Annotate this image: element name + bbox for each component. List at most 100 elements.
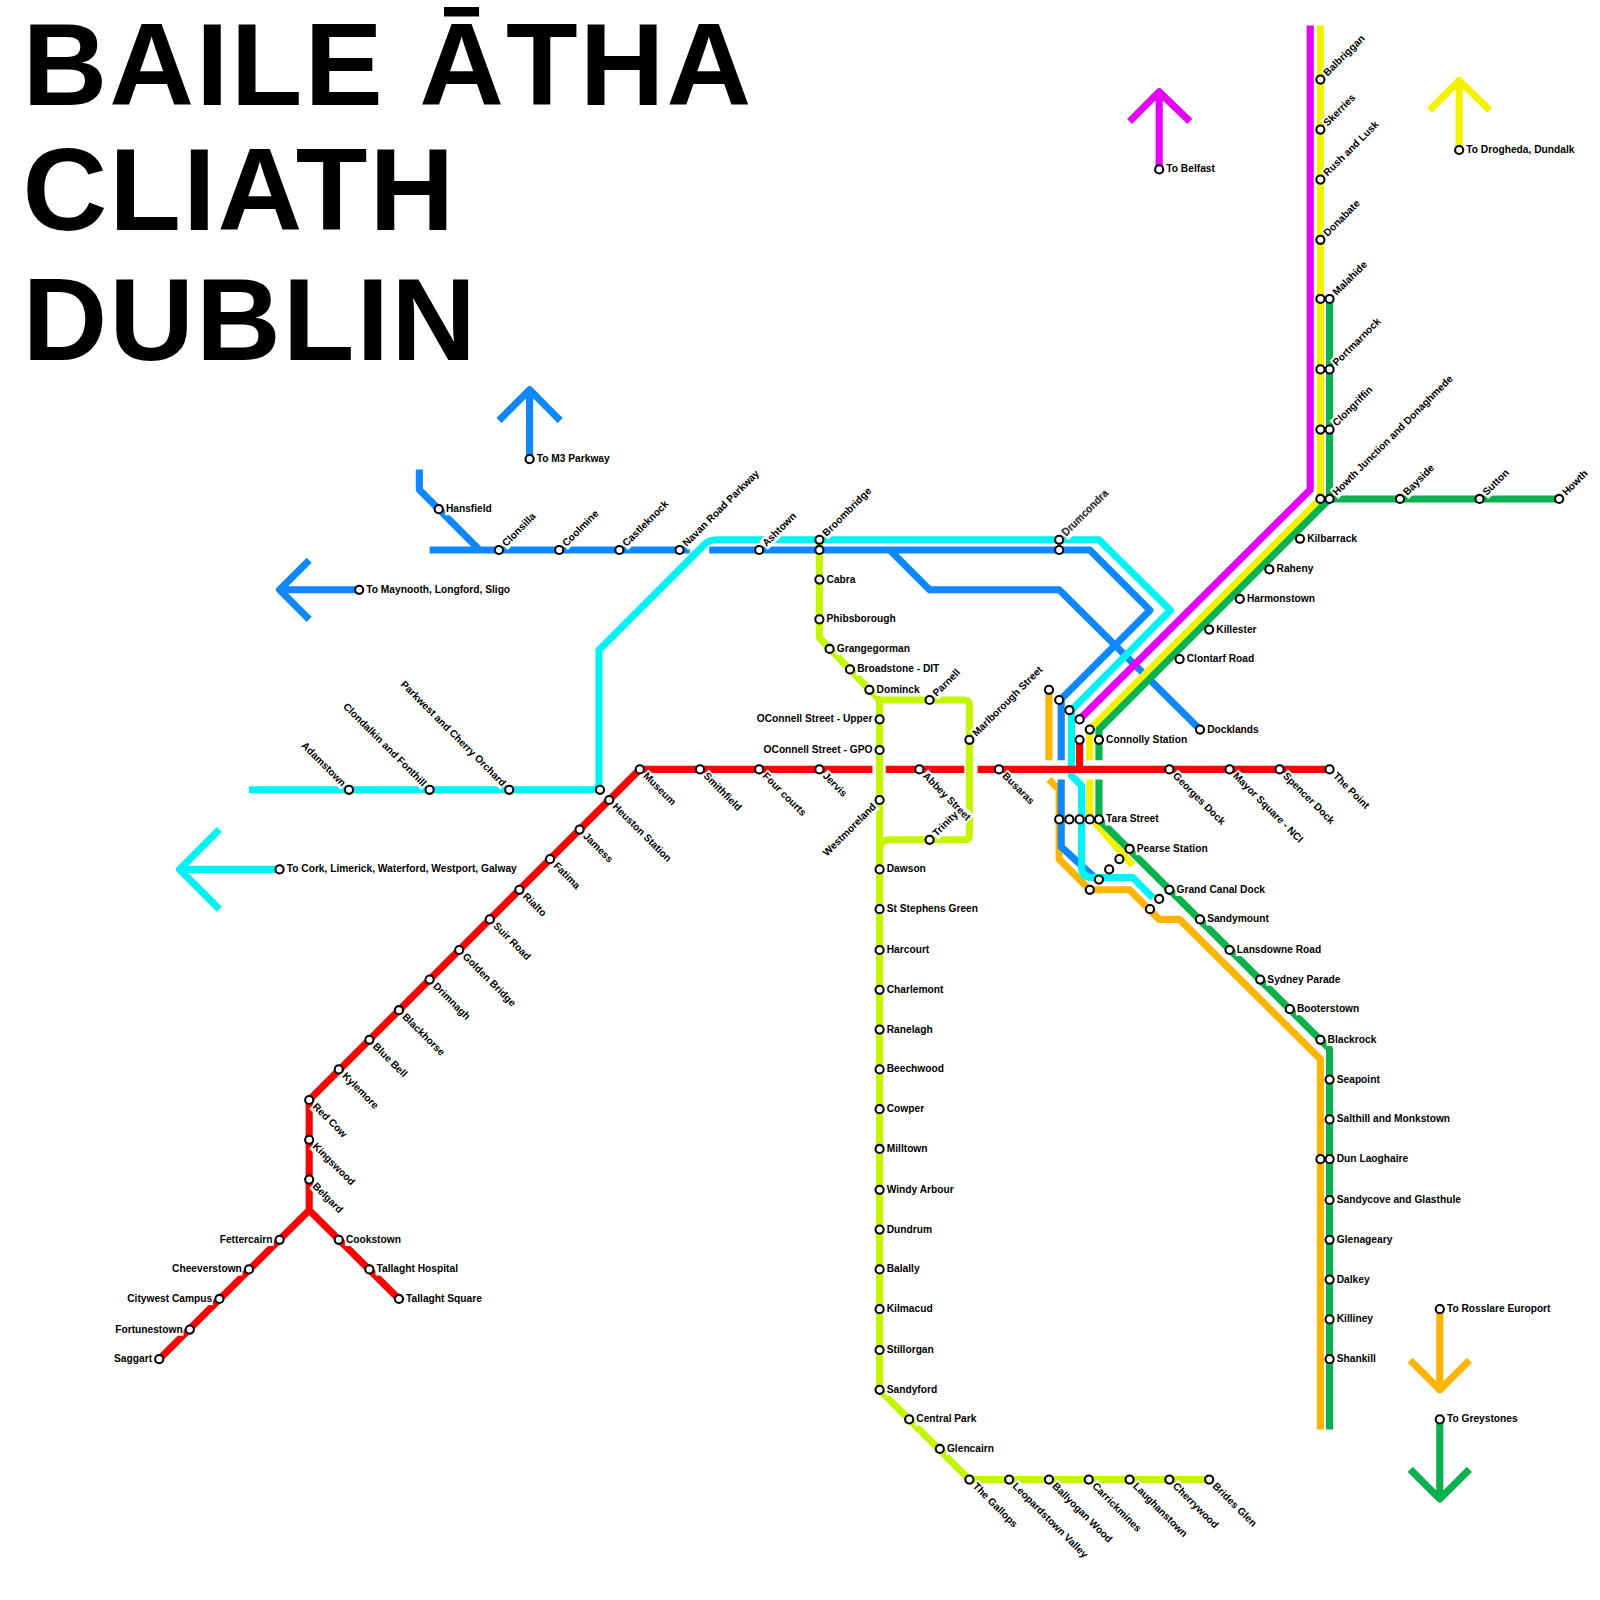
station-name: Portmarnock (1330, 315, 1385, 370)
station-name: Rialto (519, 890, 549, 920)
station-name: Salthill and Monkstown (1336, 1113, 1451, 1125)
station-dot (815, 765, 823, 773)
station-dot (755, 546, 763, 554)
station-dot (1316, 176, 1324, 184)
track (819, 540, 1209, 1480)
station-name: Tallaght Square (405, 1293, 483, 1305)
station-name: OConnell Street - GPO (763, 744, 874, 756)
station-name: Kilbarrack (1306, 533, 1358, 545)
red-line (159, 740, 1329, 1359)
station-name: Cheeverstown (171, 1263, 243, 1275)
station-dot (1055, 815, 1063, 823)
station-name: Coolmine (559, 507, 602, 550)
station-dot (305, 1176, 313, 1184)
station-dot (876, 986, 884, 994)
station-dot (1165, 765, 1173, 773)
station-dot (1126, 845, 1134, 853)
station-dot (345, 786, 353, 794)
station-dot (1045, 686, 1053, 694)
station-name: Sandymount (1206, 913, 1270, 925)
station-name: Bayside (1400, 461, 1438, 499)
station-dot (1555, 495, 1563, 503)
station-name: Westmoreland (820, 800, 880, 860)
station-dot (1316, 426, 1324, 434)
station-name: Sandyford (886, 1384, 939, 1396)
station-name: Blackhorse (399, 1010, 448, 1059)
station-dot (305, 1096, 313, 1104)
station-name: Stillorgan (886, 1344, 935, 1356)
station-dot (1325, 1115, 1333, 1123)
station-name: Tallaght Hospital (376, 1263, 459, 1275)
station-name: Kylemore (339, 1069, 382, 1112)
station-name: Heuston Station (609, 800, 674, 865)
station-name: To Belfast (1165, 163, 1216, 175)
station-dot (215, 1295, 223, 1303)
station-dot (815, 546, 823, 554)
station-name: Georges Dock (1169, 769, 1228, 828)
station-name: Tara Street (1105, 813, 1160, 825)
station-dot (876, 1026, 884, 1034)
station-dot (395, 1006, 403, 1014)
map-subtitle: DUBLIN (22, 257, 478, 381)
station-name: Connolly Station (1105, 734, 1188, 746)
station-name: Marlborough Street (969, 663, 1046, 740)
station-name: Clondalkin and Fonthill (340, 700, 430, 790)
station-dot (1095, 876, 1103, 884)
station-dot (1196, 915, 1204, 923)
station-dot (965, 736, 973, 744)
station-dot (1126, 1475, 1134, 1483)
dart-green-line (1099, 299, 1559, 1499)
station-name: Red Cow (309, 1100, 350, 1141)
station-dot (1325, 365, 1333, 373)
station-dot (876, 1226, 884, 1234)
track (419, 469, 1200, 879)
arrow (1130, 92, 1190, 170)
station-name: Leopardstown Valley (1009, 1480, 1091, 1562)
station-name: Phibsborough (826, 613, 897, 625)
station-name: Museum (640, 769, 679, 808)
cyan-line (180, 540, 1171, 909)
station-dot (1076, 815, 1084, 823)
station-dot (455, 946, 463, 954)
station-dot (1325, 426, 1333, 434)
station-dot (355, 586, 363, 594)
station-name: Jamess (580, 830, 617, 867)
station-dot (1055, 546, 1063, 554)
station-name: Seapoint (1336, 1073, 1381, 1085)
station-dot (1115, 855, 1123, 863)
station-dot (1086, 815, 1094, 823)
station-dot (335, 1065, 343, 1073)
station-name: Docklands (1206, 723, 1260, 735)
station-dot (1325, 1355, 1333, 1363)
station-name: Kilmacud (886, 1303, 934, 1315)
station-name: Charlemont (886, 984, 945, 996)
station-name: Ranelagh (886, 1023, 934, 1035)
station-name: Adamstown (298, 739, 349, 790)
station-name: Sandycove and Glasthule (1336, 1194, 1462, 1206)
station-name: Broadstone - DIT (856, 663, 940, 675)
station-name: Dominck (876, 684, 921, 696)
station-dot (596, 786, 604, 794)
station-name: Cowper (886, 1103, 925, 1115)
station-dot (1045, 1475, 1053, 1483)
station-name: Harmonstown (1246, 593, 1316, 605)
station-name: Jervis (819, 769, 850, 800)
station-dot (876, 1105, 884, 1113)
station-dot (876, 865, 884, 873)
station-dot (815, 576, 823, 584)
station-dot (426, 786, 434, 794)
station-dot (1165, 886, 1173, 894)
station-dot (905, 1415, 913, 1423)
station-name: Harcourt (886, 944, 931, 956)
station-dot (245, 1265, 253, 1273)
station-name: Busaras (999, 769, 1038, 808)
station-name: Fortunestown (114, 1323, 183, 1335)
track (1099, 299, 1559, 1430)
station-dot (276, 865, 284, 873)
station-dot (395, 1295, 403, 1303)
station-name: Dundrum (886, 1223, 933, 1235)
station-dot (576, 826, 584, 834)
station-dot (365, 1265, 373, 1273)
station-dot (696, 765, 704, 773)
